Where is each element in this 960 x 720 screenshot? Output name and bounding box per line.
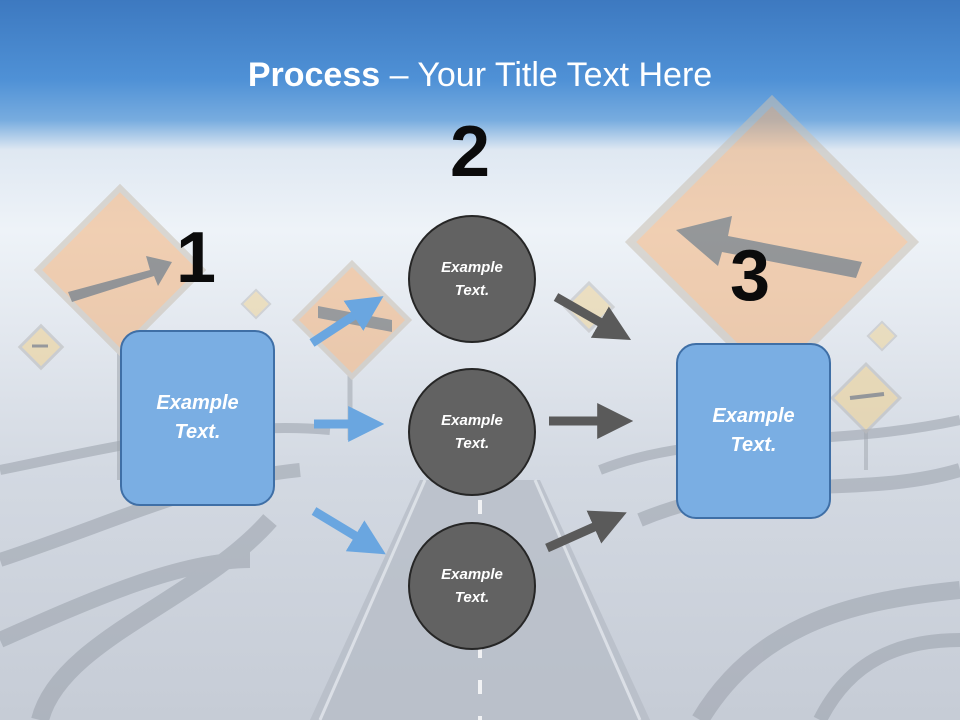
step-3-text-line2: Text.: [730, 434, 777, 456]
step-3-text: Example Text.: [712, 402, 794, 460]
arrow-gray-down-icon: [553, 293, 632, 341]
step-number-3: 3: [730, 236, 771, 316]
step-number-1: 1: [176, 218, 217, 298]
step-1-text-line1: Example: [156, 392, 239, 414]
arrow-gray-up-icon: [545, 510, 627, 553]
circle-bottom-line2: Text.: [454, 589, 490, 606]
circle-bottom-text: Example Text.: [441, 563, 503, 609]
step-1-box[interactable]: Example Text.: [120, 330, 275, 506]
circle-middle-line1: Example: [441, 412, 503, 429]
slide-title: Process – Your Title Text Here: [0, 56, 960, 95]
step-2-circle-top[interactable]: Example Text.: [408, 215, 536, 343]
circle-middle-text: Example Text.: [441, 409, 503, 455]
step-3-text-line1: Example: [712, 405, 795, 427]
circle-middle-line2: Text.: [454, 435, 490, 452]
step-2-circle-bottom[interactable]: Example Text.: [408, 522, 536, 650]
arrow-blue-down-icon: [311, 507, 386, 555]
title-bold: Process: [247, 56, 381, 94]
step-3-box[interactable]: Example Text.: [676, 343, 831, 519]
arrow-blue-up-icon: [309, 296, 384, 347]
step-1-text: Example Text.: [156, 389, 238, 447]
circle-top-line2: Text.: [454, 282, 490, 299]
circle-top-text: Example Text.: [441, 256, 503, 302]
step-number-2: 2: [450, 112, 491, 192]
step-2-circle-middle[interactable]: Example Text.: [408, 368, 536, 496]
step-1-text-line2: Text.: [174, 421, 221, 443]
circle-bottom-line1: Example: [441, 566, 503, 583]
circle-top-line1: Example: [441, 259, 503, 276]
title-rest: – Your Title Text Here: [380, 56, 713, 94]
